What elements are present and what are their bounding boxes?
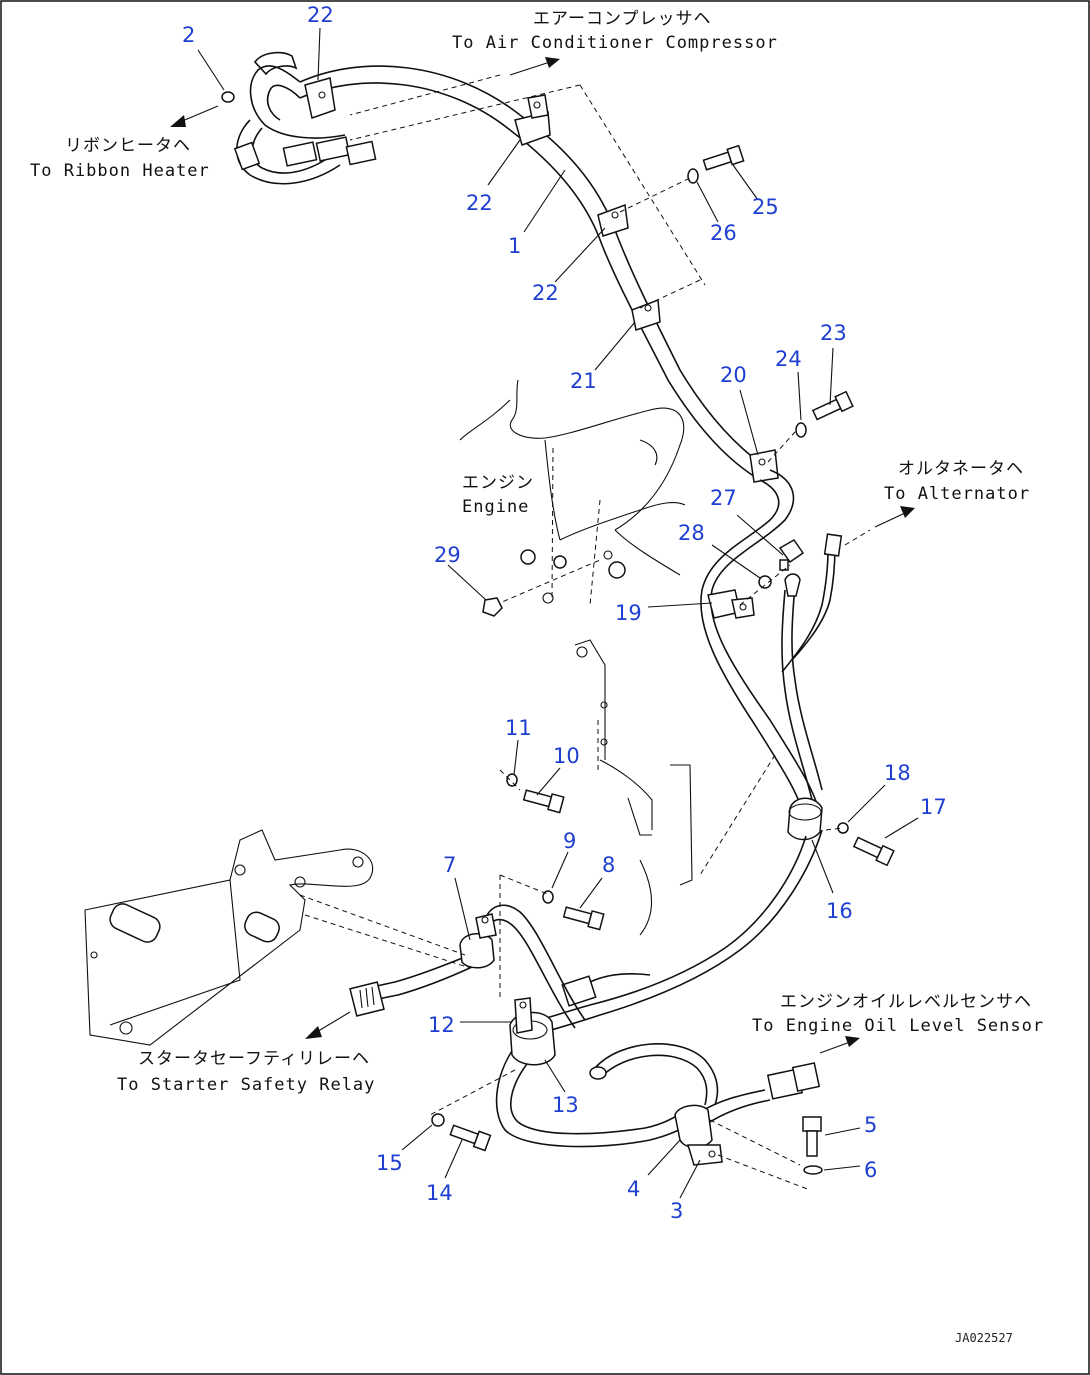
callout-28: 28: [678, 521, 705, 545]
harness-drawing: [84, 51, 915, 1191]
callout-18: 18: [884, 761, 911, 785]
callout-15: 15: [376, 1151, 403, 1175]
label-ribbon-heater-jp: リボンヒータヘ: [65, 136, 191, 156]
label-oil-level-en: To Engine Oil Level Sensor: [752, 1016, 1044, 1036]
callout-4: 4: [627, 1177, 640, 1201]
callout-14: 14: [426, 1181, 453, 1205]
callout-23: 23: [820, 321, 847, 345]
destination-labels: エアーコンプレッサヘ To Air Conditioner Compressor…: [30, 9, 1044, 1095]
callout-20: 20: [720, 363, 747, 387]
callout-1: 1: [508, 234, 521, 258]
callout-2: 2: [182, 23, 195, 47]
callout-22-mid: 22: [466, 191, 493, 215]
callout-24: 24: [775, 347, 802, 371]
callout-26: 26: [710, 221, 737, 245]
label-starter-en: To Starter Safety Relay: [117, 1075, 375, 1095]
callout-27: 27: [710, 486, 737, 510]
label-alternator-jp: オルタネータヘ: [898, 459, 1024, 479]
callout-22-lower: 22: [532, 281, 559, 305]
arrow-air-conditioner: [509, 57, 560, 76]
label-engine-en: Engine: [462, 497, 529, 517]
callout-6: 6: [864, 1158, 877, 1182]
arrow-alternator: [874, 506, 915, 528]
callout-5: 5: [864, 1113, 877, 1137]
callout-7: 7: [443, 853, 456, 877]
callout-22-top: 22: [307, 3, 334, 27]
leader-lines: [197, 27, 919, 1199]
arrow-oil-level: [819, 1036, 860, 1054]
label-alternator-en: To Alternator: [884, 484, 1030, 504]
label-oil-level-jp: エンジンオイルレベルセンサヘ: [780, 992, 1032, 1012]
callout-13: 13: [552, 1093, 579, 1117]
callout-11: 11: [505, 716, 532, 740]
arrow-ribbon-heater: [170, 105, 219, 127]
callout-10: 10: [553, 744, 580, 768]
callout-8: 8: [602, 853, 615, 877]
arrow-starter: [305, 1011, 351, 1039]
callout-9: 9: [563, 829, 576, 853]
callout-25: 25: [752, 195, 779, 219]
label-engine-jp: エンジン: [462, 473, 534, 493]
callout-3: 3: [670, 1199, 683, 1223]
label-air-conditioner-en: To Air Conditioner Compressor: [452, 33, 778, 53]
drawing-code: JA022527: [955, 1331, 1013, 1345]
callout-numbers: 2 22 22 1 22 21 20 24 23 25 26 27 28 19 …: [182, 3, 947, 1223]
label-starter-jp: スタータセーフティリレーヘ: [138, 1049, 370, 1069]
callout-12: 12: [428, 1013, 455, 1037]
callout-19: 19: [615, 601, 642, 625]
callout-17: 17: [920, 795, 947, 819]
label-air-conditioner-jp: エアーコンプレッサヘ: [533, 9, 711, 29]
callout-21: 21: [570, 369, 597, 393]
callout-16: 16: [826, 899, 853, 923]
callout-29: 29: [434, 543, 461, 567]
label-ribbon-heater-en: To Ribbon Heater: [30, 161, 210, 181]
